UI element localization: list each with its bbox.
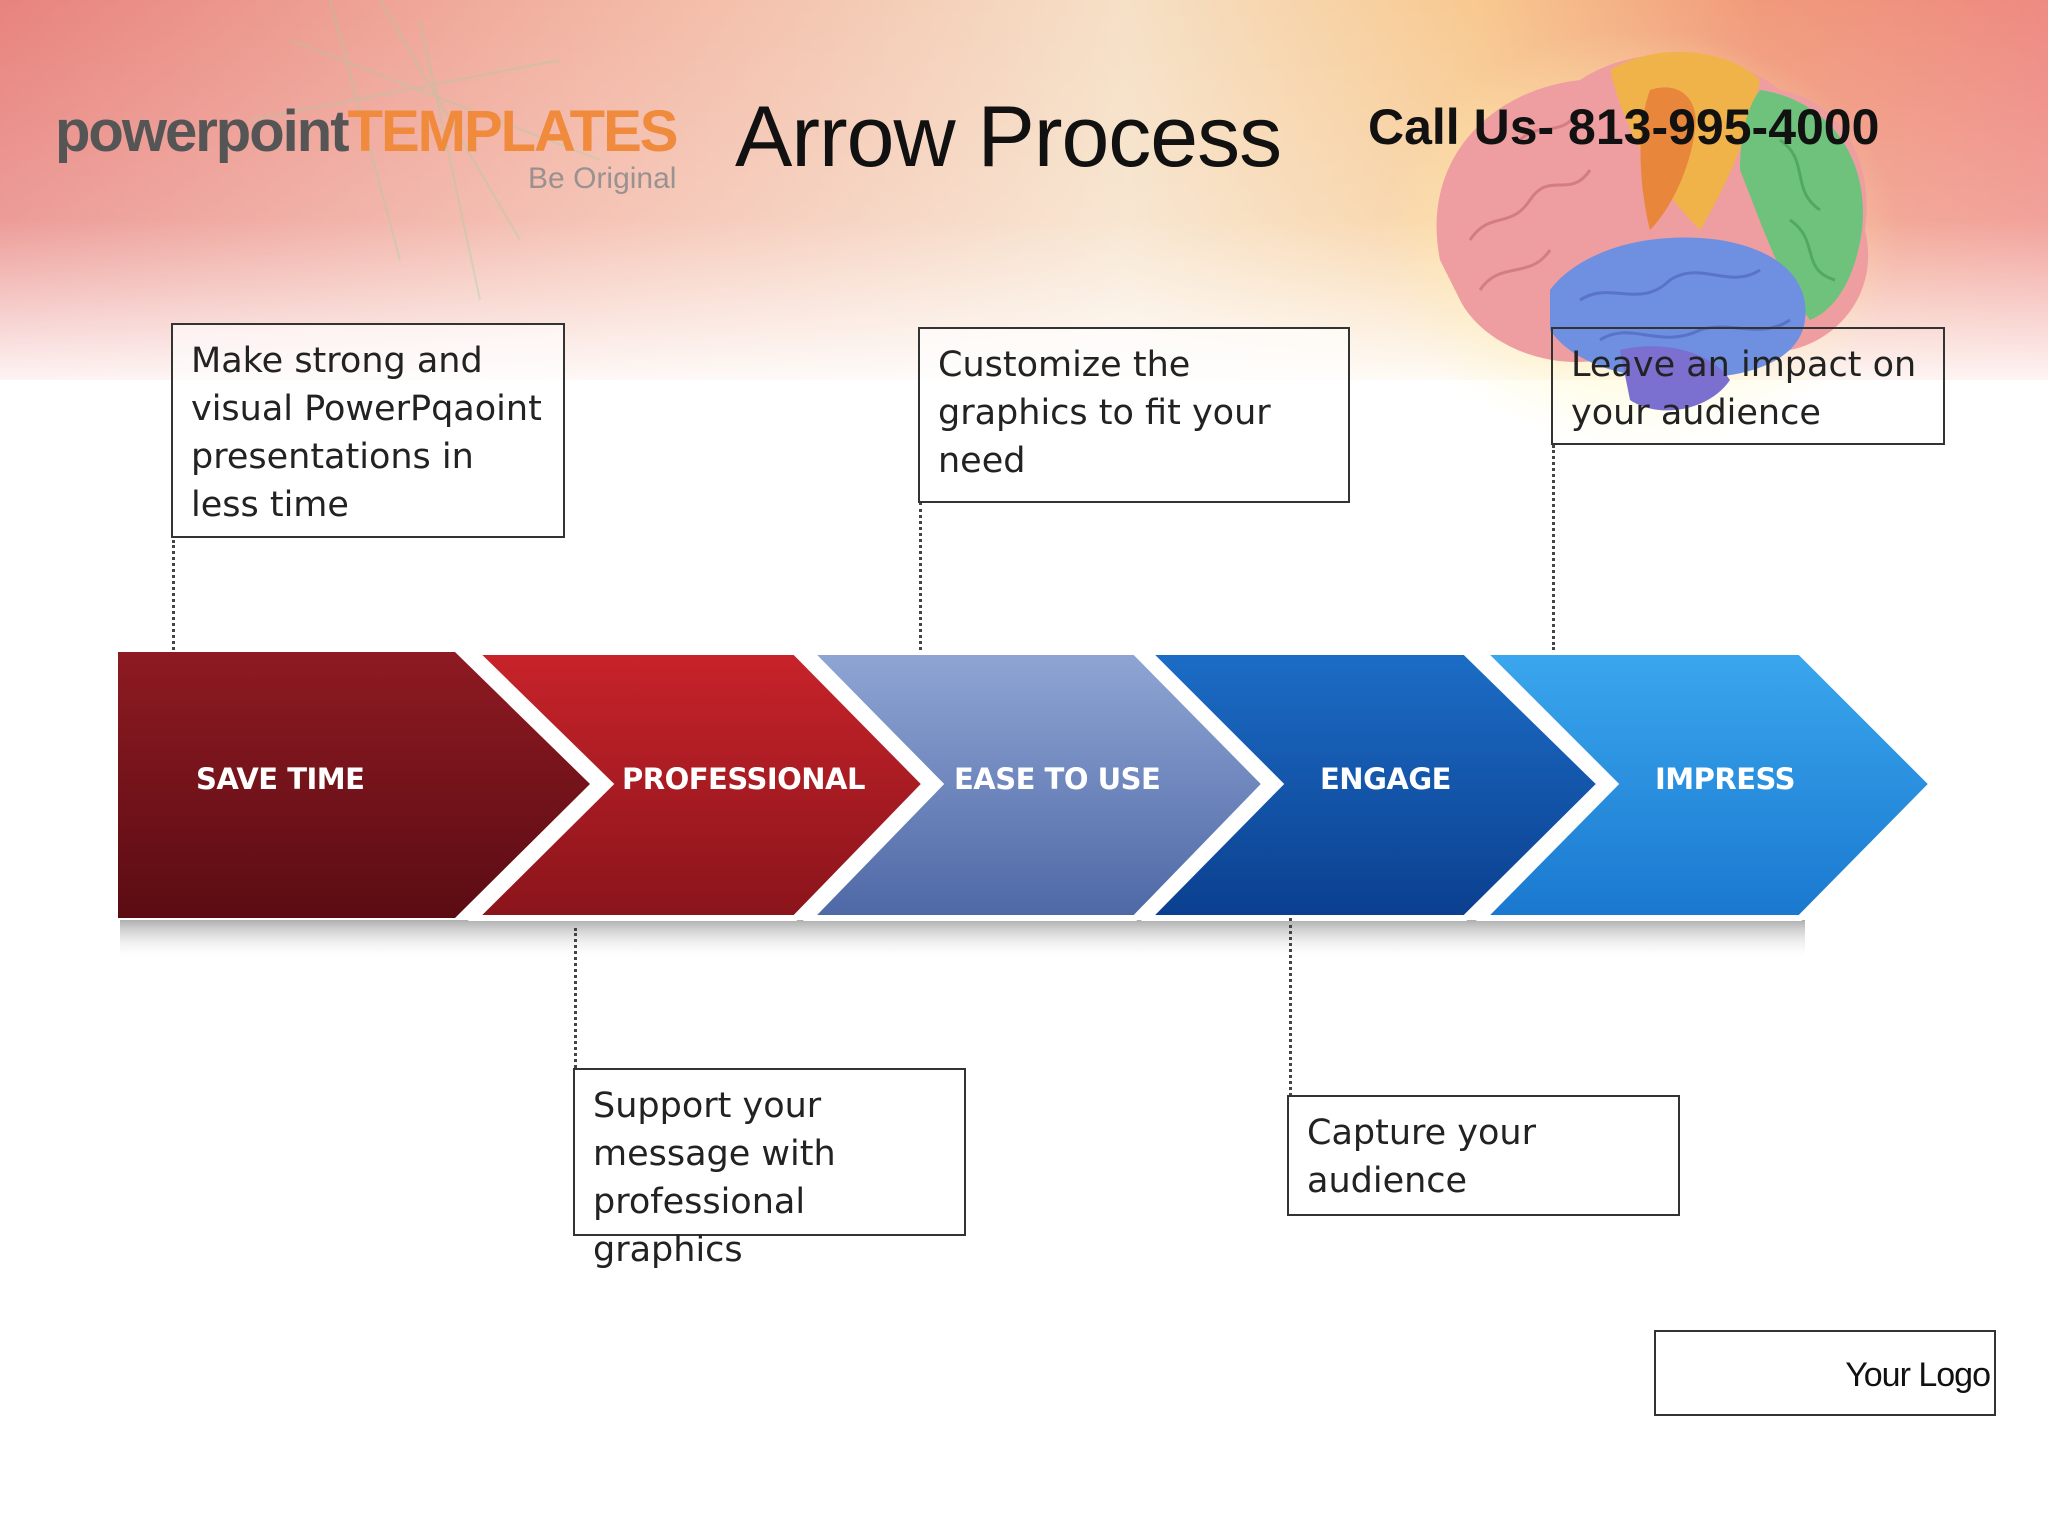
step-label-engage: ENGAGE — [1320, 762, 1451, 796]
callout-impress: Leave an impact on your audience — [1551, 327, 1945, 445]
connector-ease-to-use — [919, 502, 922, 650]
step-label-save-time: SAVE TIME — [196, 762, 365, 796]
arrow-professional — [467, 649, 930, 921]
arrow-impress — [1475, 649, 1937, 921]
connector-impress — [1552, 445, 1555, 650]
connector-engage — [1289, 918, 1292, 1096]
logo-placeholder: Your Logo — [1654, 1330, 1996, 1416]
step-label-impress: IMPRESS — [1655, 762, 1796, 796]
arrow-ease-to-use — [802, 649, 1270, 921]
brand-logo-part2: TEMPLATES — [347, 99, 679, 164]
brand-logo: powerpointTEMPLATES Be Original — [55, 98, 679, 195]
step-label-ease-to-use: EASE TO USE — [954, 762, 1161, 796]
callout-professional: Support your message with professional g… — [573, 1068, 966, 1270]
callout-engage: Capture your audience — [1287, 1095, 1680, 1216]
connector-save-time — [172, 540, 175, 650]
callout-ease-to-use: Customize the graphics to fit your need — [918, 327, 1350, 503]
brand-logo-part1: powerpoint — [55, 99, 350, 164]
page-title: Arrow Process — [735, 89, 1282, 185]
callout-save-time: Make strong and visual PowerPqaoint pres… — [171, 323, 565, 538]
brain-illustration — [1380, 30, 1900, 450]
phone-number: Call Us- 813-995-4000 — [1368, 99, 1880, 155]
logo-placeholder-text: Your Logo — [1845, 1356, 1991, 1394]
arrow-engage — [1140, 649, 1605, 921]
step-label-professional: PROFESSIONAL — [622, 762, 865, 796]
connector-professional — [574, 928, 577, 1068]
brand-tagline: Be Original — [528, 162, 677, 195]
arrow-save-time — [118, 652, 590, 918]
